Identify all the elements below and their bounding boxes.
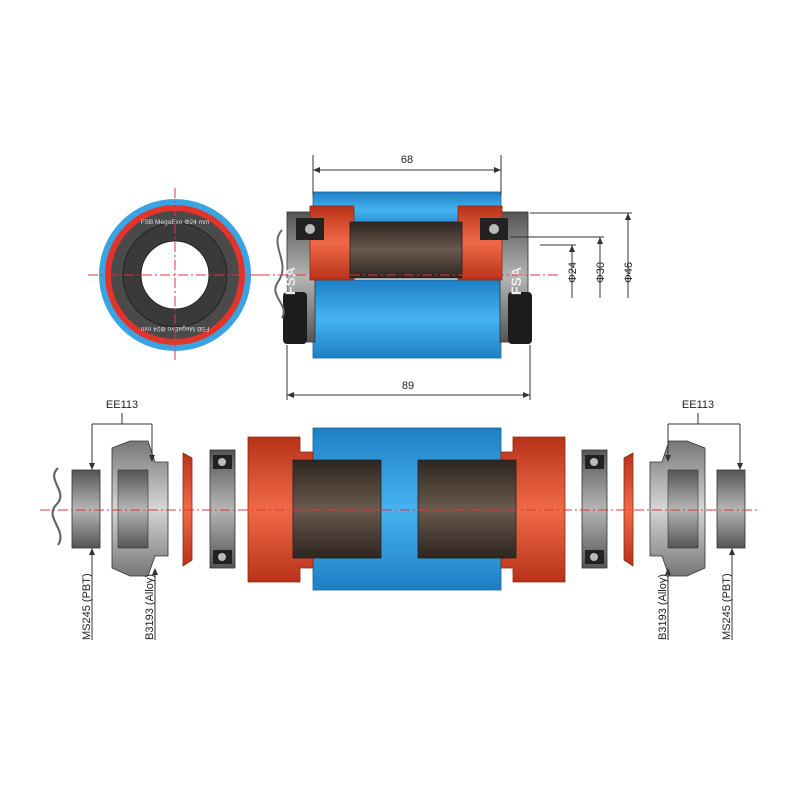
left-bearing-ball-bottom	[218, 553, 226, 561]
label-ee113-right: EE113	[682, 399, 714, 411]
dia-30-label: Φ30	[595, 262, 607, 283]
face-text-top: FSB MegaExo Φ24 mm	[141, 219, 210, 226]
left-ball-assembled	[305, 224, 315, 234]
wave-washer-assembled	[274, 229, 285, 319]
label-ms245-left: MS245 (PBT)	[81, 573, 93, 640]
assembled-dimensions: 68 89 Φ46 Φ30 Φ24	[286, 154, 635, 400]
dim89-arrow-left	[287, 392, 294, 398]
right-b3193-cup-body	[667, 469, 699, 549]
left-wave-washer	[51, 467, 62, 546]
dim68-arrow-left	[313, 167, 320, 173]
ms245-left-arrow	[89, 548, 95, 555]
left-ms245-seal	[71, 469, 101, 549]
left-seal-assembled	[283, 292, 307, 344]
dim89-arrow-right	[523, 392, 530, 398]
dia-24-label: Φ24	[567, 262, 579, 283]
ee113-left-arrow1	[89, 463, 95, 470]
label-b3193-right: B3193 (Alloy)	[657, 574, 669, 640]
right-bearing-ball-bottom	[590, 553, 598, 561]
ee113-right-arrow2	[737, 463, 743, 470]
ee113-left-arrow2	[149, 455, 155, 462]
logo-left: FSA	[282, 267, 298, 295]
exploded-view	[40, 427, 760, 591]
right-ms245-seal	[716, 469, 746, 549]
left-sleeve	[292, 459, 382, 559]
right-ball-assembled	[489, 224, 499, 234]
label-b3193-left: B3193 (Alloy)	[144, 574, 156, 640]
left-bearing	[209, 449, 236, 569]
b3193-left-arrow	[152, 568, 158, 575]
ms245-right-arrow	[729, 548, 735, 555]
right-bearing	[581, 449, 608, 569]
label-ms245-right: MS245 (PBT)	[721, 573, 733, 640]
bearing-face-view: FSB MegaExo Φ24 mm FSB MegaExo Φ24 mm	[88, 188, 268, 362]
left-bearing-ball-top	[218, 458, 226, 466]
right-sleeve	[417, 459, 517, 559]
right-red-cup-assembled	[457, 205, 503, 281]
sleeve-assembled	[349, 221, 463, 279]
assembled-section-view: FSA FSA	[260, 191, 560, 359]
dia-46-label: Φ46	[623, 262, 635, 283]
ee113-right-arrow1	[665, 455, 671, 462]
right-seal-assembled	[508, 292, 532, 344]
dim-89-label: 89	[402, 380, 414, 392]
dim68-arrow-right	[494, 167, 501, 173]
shell-bottom	[312, 279, 502, 359]
part-callouts: EE113 EE113 MS245 (PBT) B3193 (Alloy) B3…	[81, 399, 743, 640]
right-bearing-ball-top	[590, 458, 598, 466]
dia24-arrow	[569, 245, 575, 252]
label-ee113-left: EE113	[106, 399, 138, 411]
right-red-spacer	[623, 452, 634, 567]
left-red-cup-assembled	[309, 205, 355, 281]
dim-68-label: 68	[401, 154, 413, 166]
b3193-right-arrow	[665, 568, 671, 575]
dia30-arrow	[597, 237, 603, 244]
logo-right: FSA	[508, 267, 524, 295]
dia46-arrow	[625, 213, 631, 220]
left-b3193-cup-body	[117, 469, 149, 549]
